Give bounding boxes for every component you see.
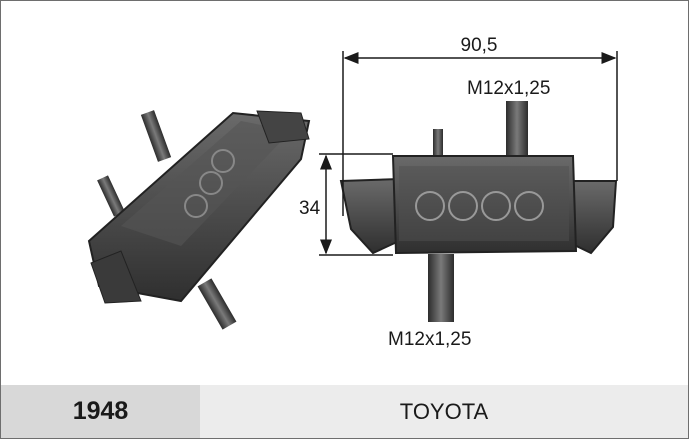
height-dimension-label: 34 xyxy=(299,198,321,219)
footer-bar: 1948 TOYOTA xyxy=(1,385,688,438)
height-dimension: 34 xyxy=(299,153,393,256)
width-dimension: 90,5 xyxy=(342,35,618,216)
engine-mount-illustration: 90,5 34 M12x1,25 M12x1,25 xyxy=(87,35,618,350)
part-number: 1948 xyxy=(1,385,200,438)
mount-front-view xyxy=(339,101,618,322)
top-thread-label: M12x1,25 xyxy=(467,78,550,99)
brand-name: TOYOTA xyxy=(200,385,688,438)
product-photo: 90,5 34 M12x1,25 M12x1,25 xyxy=(1,1,688,385)
width-dimension-label: 90,5 xyxy=(461,35,498,56)
bottom-thread-label: M12x1,25 xyxy=(388,329,471,350)
mount-perspective-view xyxy=(87,110,311,330)
